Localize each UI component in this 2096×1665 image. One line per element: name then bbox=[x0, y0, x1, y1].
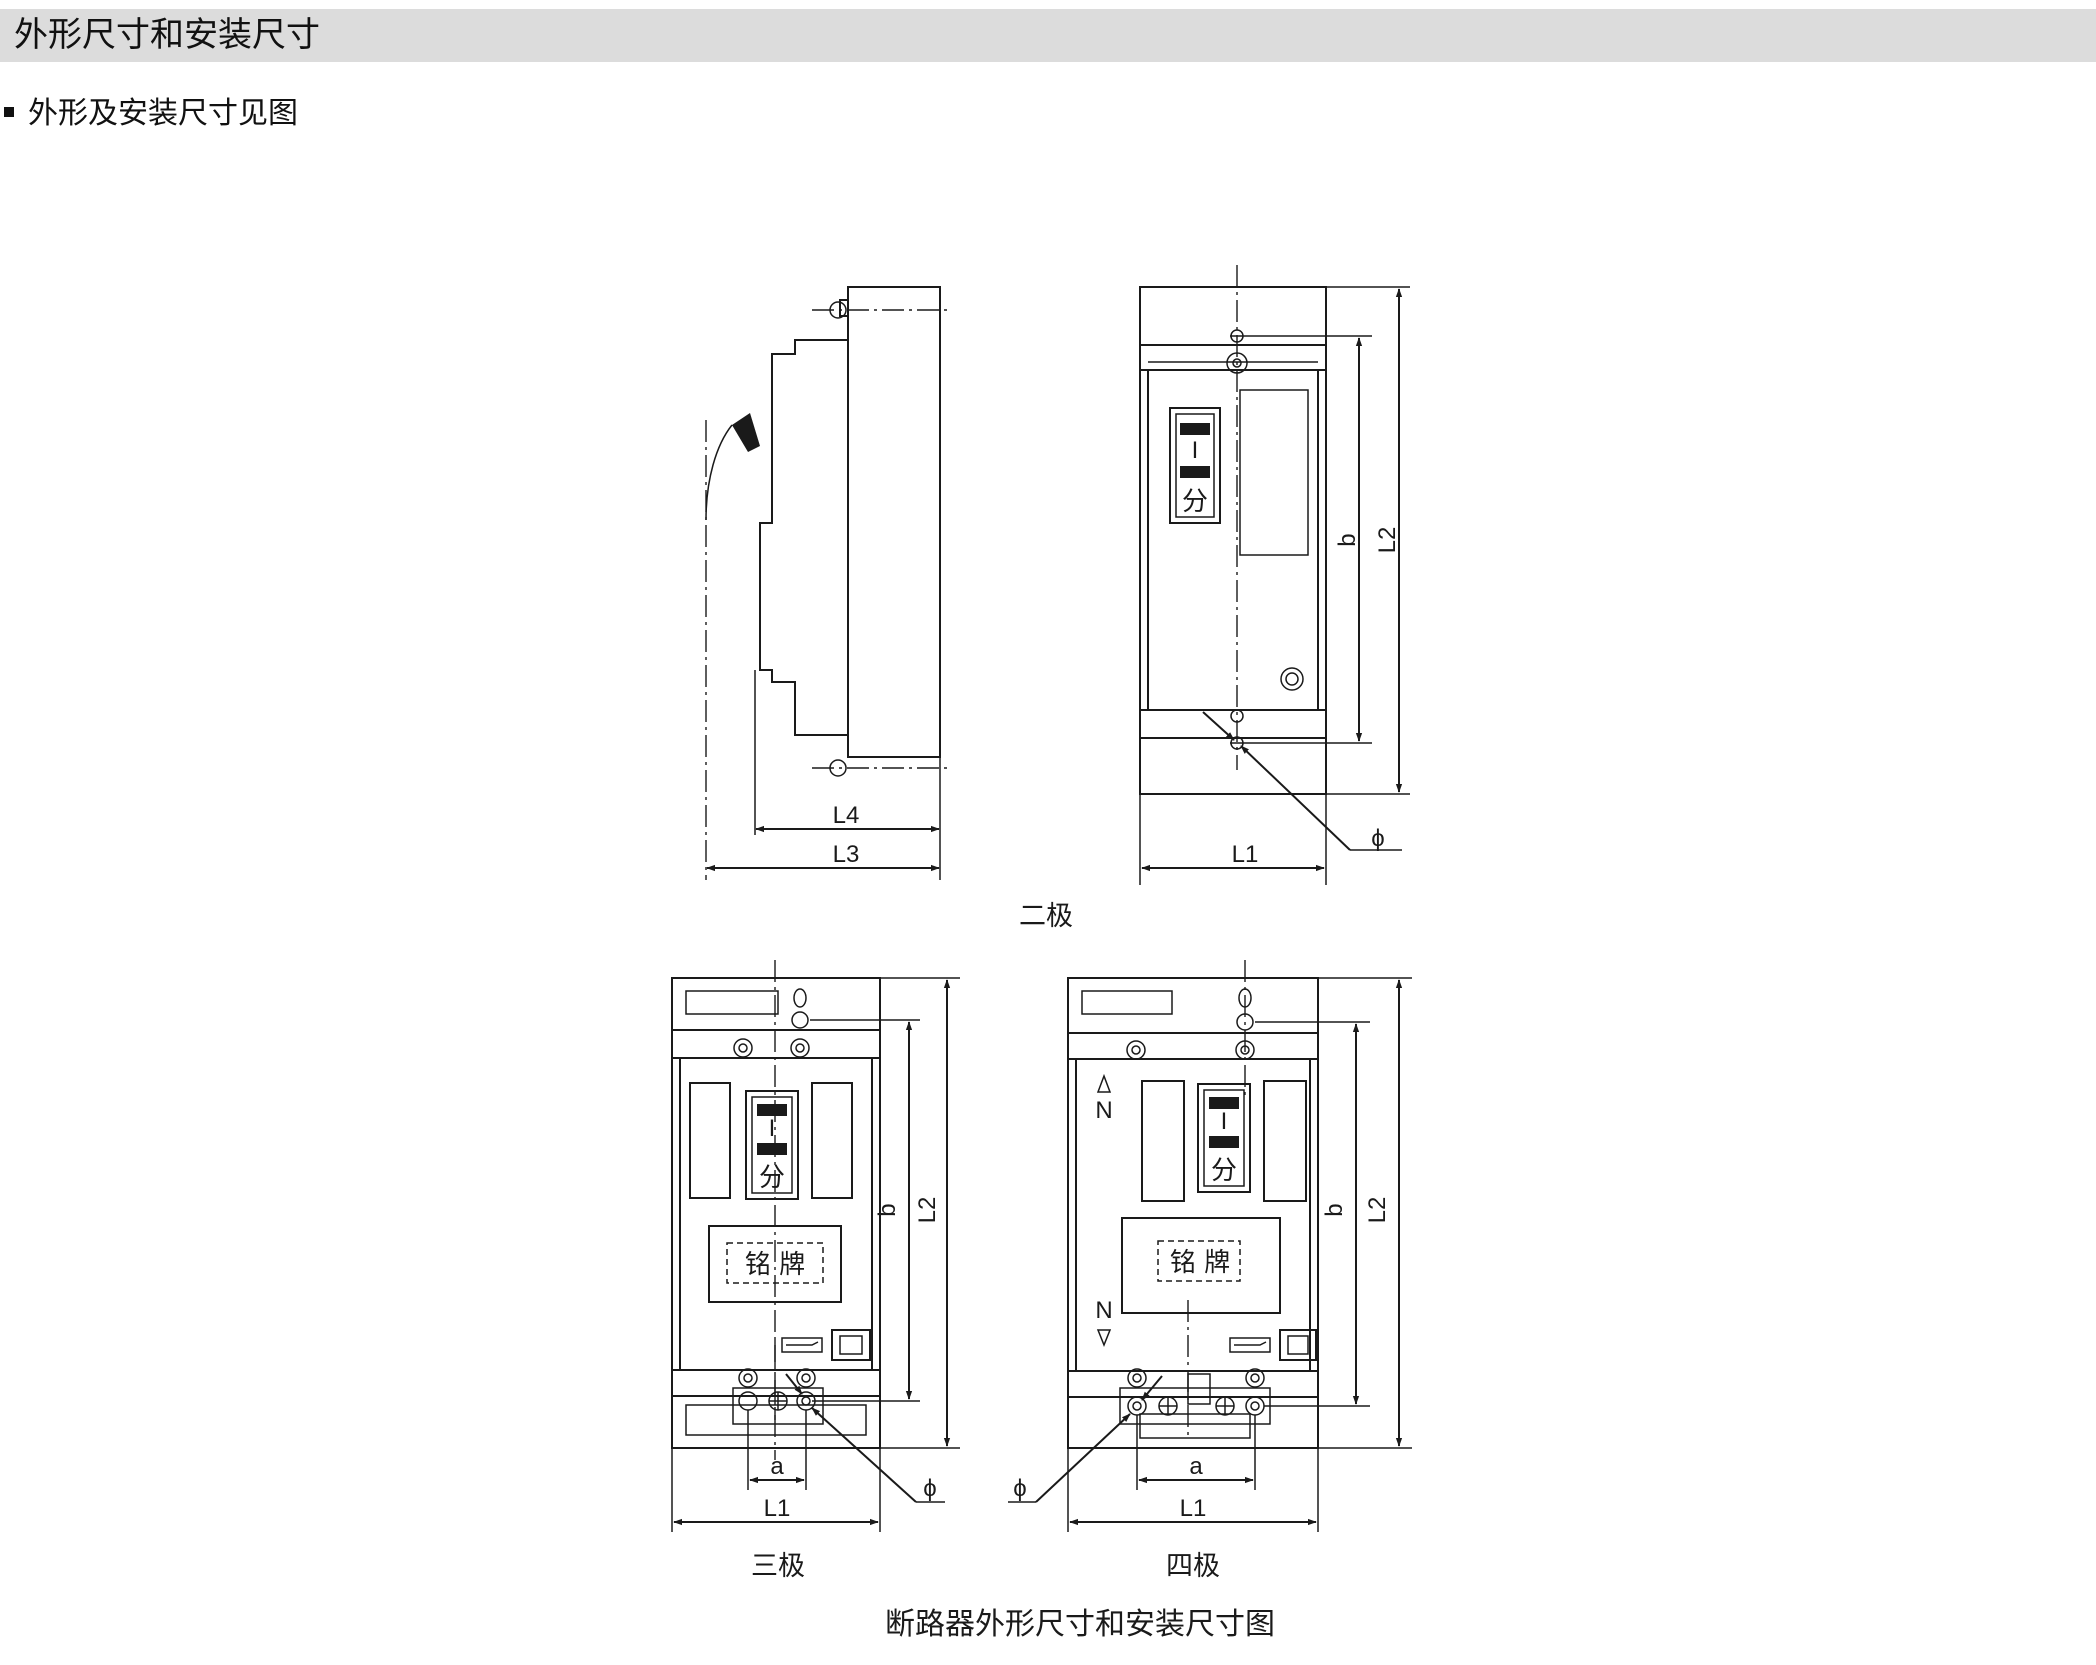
neutral-top-label: N bbox=[1095, 1097, 1112, 1124]
label-a-four-pole: a bbox=[1189, 1453, 1203, 1480]
label-b-three-pole: b bbox=[874, 1203, 901, 1216]
label-phi-three-pole: ϕ bbox=[923, 1475, 936, 1502]
three-pole-front-view: I 分 铭 牌 b L2 bbox=[671, 960, 960, 1532]
label-b-two-pole: b bbox=[1334, 533, 1361, 546]
label-L1-three-pole: L1 bbox=[764, 1495, 791, 1522]
four-pole-front-view: N N I 分 铭 牌 bbox=[1008, 960, 1412, 1532]
label-L3: L3 bbox=[833, 841, 860, 868]
label-b-four-pole: b bbox=[1321, 1203, 1348, 1216]
bullet-icon bbox=[4, 106, 14, 117]
switch-on-label: I bbox=[1192, 437, 1199, 464]
section-header-bar bbox=[0, 9, 2096, 62]
switch-off-label: 分 bbox=[1182, 487, 1208, 517]
switch-off-label: 分 bbox=[1211, 1156, 1237, 1186]
two-pole-front-view: I 分 b L2 L1 ϕ bbox=[1139, 265, 1410, 885]
caption-two-pole: 二极 bbox=[1019, 901, 1073, 932]
switch-off-label: 分 bbox=[759, 1163, 785, 1193]
label-L1-four-pole: L1 bbox=[1180, 1495, 1207, 1522]
switch-on-label: I bbox=[769, 1115, 776, 1142]
label-phi-four-pole: ϕ bbox=[1013, 1475, 1026, 1502]
caption-three-pole: 三极 bbox=[751, 1551, 805, 1582]
intro-line: 外形及安装尺寸见图 bbox=[4, 92, 298, 136]
figure-caption: 断路器外形尺寸和安装尺寸图 bbox=[885, 1607, 1275, 1642]
intro-text: 外形及安装尺寸见图 bbox=[28, 96, 298, 131]
neutral-bottom-label: N bbox=[1095, 1297, 1112, 1324]
label-L1-two-pole: L1 bbox=[1232, 841, 1259, 868]
label-L4: L4 bbox=[833, 802, 860, 829]
nameplate-label: 铭 牌 bbox=[1170, 1248, 1230, 1278]
label-L2-three-pole: L2 bbox=[914, 1197, 941, 1224]
switch-on-label: I bbox=[1221, 1108, 1228, 1135]
label-L2-two-pole: L2 bbox=[1374, 527, 1401, 554]
section-title: 外形尺寸和安装尺寸 bbox=[14, 15, 320, 55]
label-a-three-pole: a bbox=[770, 1453, 784, 1480]
label-phi-two-pole: ϕ bbox=[1371, 825, 1384, 852]
label-L2-four-pole: L2 bbox=[1364, 1197, 1391, 1224]
two-pole-side-view: L4 L3 bbox=[705, 286, 952, 880]
caption-four-pole: 四极 bbox=[1166, 1551, 1220, 1582]
